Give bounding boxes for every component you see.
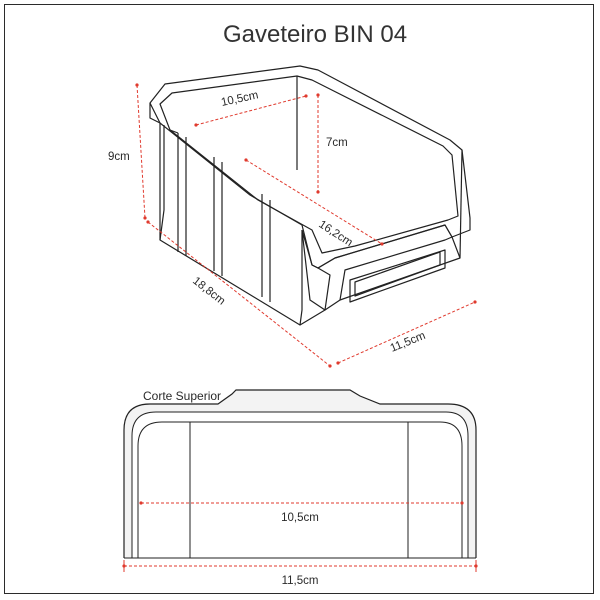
label-outer-length: 18,8cm — [190, 275, 227, 308]
dim-line-height — [135, 83, 147, 220]
dim-line-outer-length — [146, 220, 332, 368]
bin-label-window — [349, 249, 446, 303]
bin-rib-1 — [177, 133, 187, 256]
label-height: 9cm — [108, 151, 130, 163]
bin-rib-3 — [261, 194, 271, 302]
bin-front-face — [301, 224, 461, 311]
dimension-lines-3d — [135, 83, 477, 368]
section-outline-inner — [131, 411, 469, 558]
bin-left-wall — [149, 103, 303, 326]
dim-line-inner-width — [194, 94, 308, 127]
dimension-lines-section — [122, 501, 478, 568]
page-title: Gaveteiro BIN 04 — [223, 21, 407, 48]
label-section-outer-width: 11,5cm — [282, 575, 319, 587]
section-label: Corte Superior — [143, 389, 221, 403]
bin-rim-outer — [149, 65, 471, 269]
bin-rib-2 — [213, 157, 223, 276]
dim-line-outer-width — [336, 300, 477, 365]
label-outer-width: 11,5cm — [389, 330, 428, 355]
label-inner-depth: 7cm — [326, 137, 348, 149]
label-section-inner-width: 10,5cm — [281, 512, 319, 524]
label-inner-width: 10,5cm — [220, 89, 259, 109]
section-view — [123, 389, 477, 559]
section-inner-wall — [137, 421, 463, 558]
page-frame — [4, 4, 594, 594]
bin-rim-inner — [159, 75, 459, 254]
dim-line-inner-length — [244, 158, 384, 246]
